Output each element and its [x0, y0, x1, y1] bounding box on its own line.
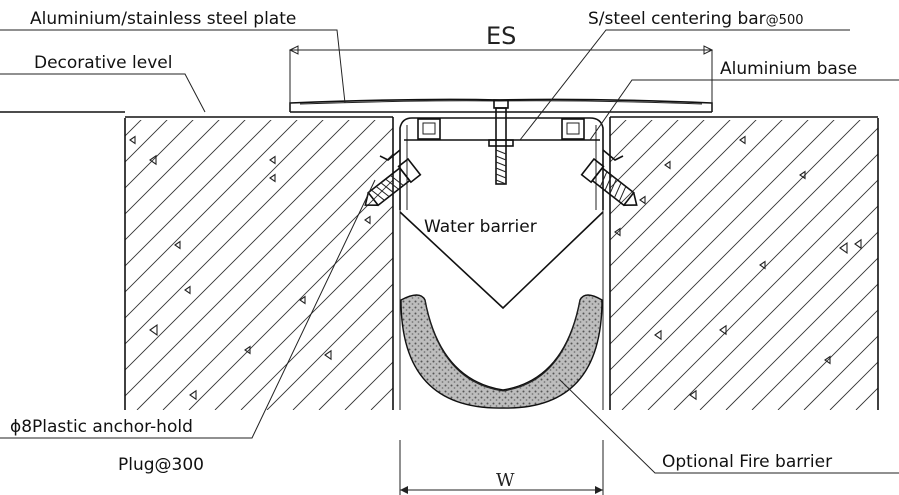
right-anchor	[580, 157, 638, 207]
anchor-label-line2: Plug@300	[118, 455, 204, 475]
w-dimension-label: W	[496, 470, 515, 491]
centering-bar-label-group: S/steel centering bar@500	[588, 9, 804, 29]
left-anchor	[364, 157, 422, 207]
left-concrete-slab	[124, 118, 393, 410]
centering-bar-label: S/steel centering bar	[588, 9, 766, 29]
cover-plate	[289, 98, 713, 113]
aluminium-base-label: Aluminium base	[720, 59, 857, 79]
aluminium-base-leader	[589, 79, 899, 141]
top-plate-label: Aluminium/stainless steel plate	[30, 9, 296, 29]
es-dimension: ES	[288, 22, 714, 112]
right-concrete-slab	[610, 118, 879, 410]
centering-bar-leader	[519, 29, 850, 141]
fire-barrier-leader	[559, 379, 899, 474]
centering-bar-spacing: @500	[766, 13, 804, 28]
es-dimension-label: ES	[486, 22, 516, 50]
anchor-label-line1: ɸ8Plastic anchor-hold	[10, 417, 193, 437]
water-barrier	[399, 211, 604, 310]
decorative-leader	[0, 73, 206, 113]
w-dimension: W	[399, 440, 604, 495]
anchor-leader	[0, 179, 376, 439]
centering-bar-bolt	[488, 99, 514, 185]
decorative-level-label: Decorative level	[34, 53, 172, 73]
fire-barrier-label: Optional Fire barrier	[662, 452, 832, 472]
plate-leader	[0, 29, 346, 104]
joint-gap	[392, 117, 611, 410]
water-barrier-label: Water barrier	[424, 217, 537, 237]
